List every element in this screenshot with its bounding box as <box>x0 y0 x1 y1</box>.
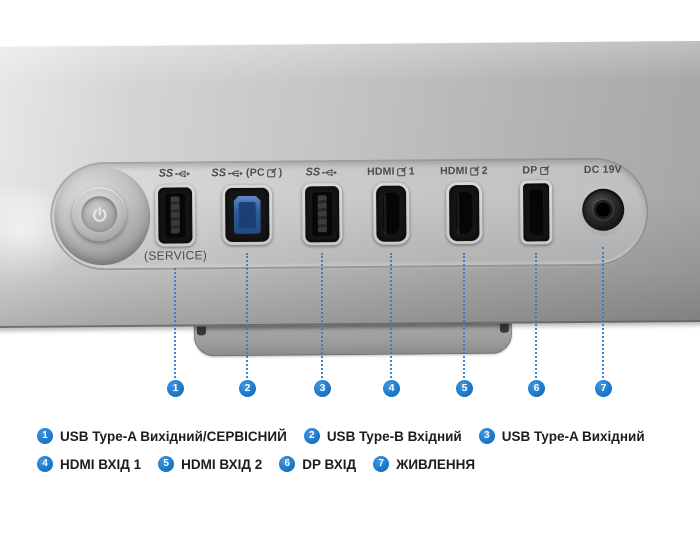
usb-ss-label: SS <box>211 167 227 180</box>
input-source-icon <box>266 167 277 178</box>
callout-badge-4: 4 <box>383 380 400 397</box>
usb-b-connector <box>234 196 261 234</box>
legend-row-2: 4 HDMI ВХІД 1 5 HDMI ВХІД 2 6 DP ВХІД 7 ЖИВЛЕНН… <box>37 456 645 472</box>
usb-superspeed-trident-icon <box>175 170 191 177</box>
port-label-6: DP <box>471 164 601 177</box>
legend-item-4: 4 HDMI ВХІД 1 <box>37 456 141 472</box>
legend-badge-7: 7 <box>373 456 390 472</box>
port-dp-6 <box>519 180 553 245</box>
callout-badge-7: 7 <box>595 380 612 397</box>
legend-label-1: USB Type-A Вихідний/СЕРВІСНИЙ <box>60 428 287 444</box>
legend-label-4: HDMI ВХІД 1 <box>60 456 142 472</box>
port-label-4: HDMI 1 <box>366 165 415 178</box>
legend-item-5: 5 HDMI ВХІД 2 <box>158 456 262 472</box>
callout-badge-1: 1 <box>167 380 184 397</box>
port-usb-b-2 <box>222 184 273 246</box>
legend-label-6: DP ВХІД <box>302 456 357 472</box>
legend-badge-5: 5 <box>158 456 175 472</box>
port-label-5: HDMI 2 <box>439 164 488 178</box>
legend-item-7: 7 ЖИВЛЕННЯ <box>373 456 475 472</box>
usb-ss-label: SS <box>158 167 174 180</box>
legend-item-6: 6 DP ВХІД <box>279 456 356 472</box>
input-source-icon <box>469 166 480 176</box>
power-button <box>72 186 127 242</box>
legend-label-5: HDMI ВХІД 2 <box>181 456 263 472</box>
port-label-2: SS (PC ) <box>211 166 283 180</box>
port-hdmi-5 <box>445 181 483 245</box>
legend-label-2: USB Type-B Вхідний <box>326 428 462 444</box>
port-sublabel-1: (SERVICE) <box>143 248 208 263</box>
port-dc-7 <box>582 188 625 231</box>
legend-item-1: 1 USB Type-A Вихідний/СЕРВІСНИЙ <box>37 428 287 444</box>
port-usb-a-1 <box>154 184 196 247</box>
power-button-face <box>81 196 118 233</box>
legend-badge-1: 1 <box>37 428 53 444</box>
input-source-icon <box>396 166 407 177</box>
input-source-icon <box>539 165 550 176</box>
port-label-3: SS <box>257 166 387 179</box>
power-icon <box>92 206 106 222</box>
legend-badge-3: 3 <box>478 428 495 444</box>
port-hdmi-4 <box>372 182 410 245</box>
legend-badge-2: 2 <box>303 428 320 444</box>
legend: 1 USB Type-A Вихідний/СЕРВІСНИЙ 2 USB Type-… <box>37 428 645 472</box>
legend-badge-6: 6 <box>279 456 296 472</box>
callout-badge-2: 2 <box>239 380 256 397</box>
legend-row-1: 1 USB Type-A Вихідний/СЕРВІСНИЙ 2 USB Type-… <box>37 428 645 444</box>
power-button-recess <box>53 166 151 266</box>
callout-badge-6: 6 <box>528 380 545 397</box>
legend-label-3: USB Type-A Вихідний <box>501 428 645 444</box>
usb-superspeed-trident-icon <box>228 169 244 177</box>
usb-ss-label: SS <box>305 166 321 179</box>
callout-badge-3: 3 <box>314 380 331 397</box>
callout-badge-5: 5 <box>456 380 473 397</box>
legend-item-2: 2 USB Type-B Вхідний <box>303 428 462 444</box>
legend-item-3: 3 USB Type-A Вихідний <box>478 428 645 444</box>
port-label-7: DC 19V <box>583 163 622 176</box>
legend-label-7: ЖИВЛЕННЯ <box>396 456 476 472</box>
usb-superspeed-trident-icon <box>322 169 338 176</box>
port-label-1: SS <box>110 167 240 180</box>
port-usb-a-3 <box>301 183 343 246</box>
legend-badge-4: 4 <box>37 456 53 472</box>
